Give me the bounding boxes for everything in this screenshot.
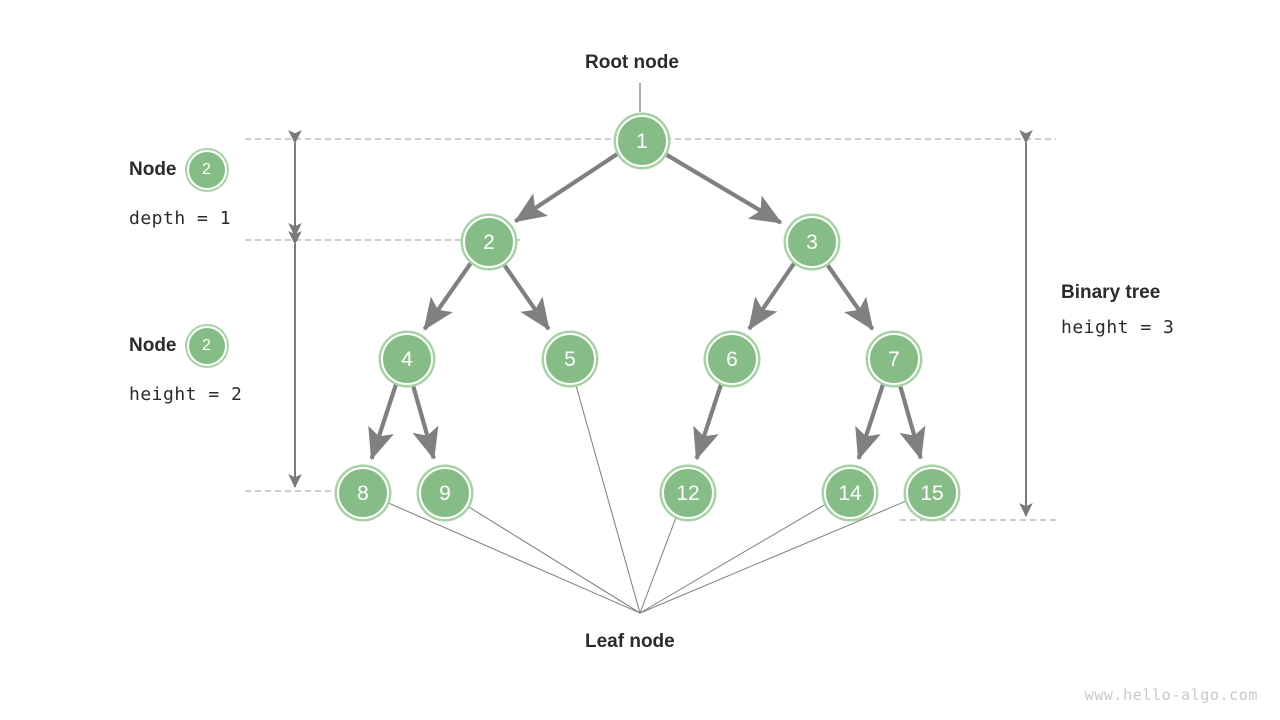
leaf-pointer-lines — [385, 382, 906, 614]
tree-node-3: 3 — [786, 216, 838, 268]
tree-node-12: 12 — [662, 467, 714, 519]
tree-edge-3-7 — [823, 260, 875, 331]
tree-node-8: 8 — [337, 467, 389, 519]
tree-edge-1-3 — [662, 150, 783, 225]
leaf-pointer-line-15 — [639, 501, 906, 614]
tree-edge-6-12 — [693, 381, 724, 461]
tree-node-6: 6 — [706, 333, 758, 385]
watermark: www.hello-algo.com — [1084, 686, 1258, 704]
annotation-node-height: Node 2 — [129, 326, 227, 366]
tree-node-2: 2 — [463, 216, 515, 268]
tree-node-5: 5 — [544, 333, 596, 385]
annotation-node-height-label: Node — [129, 335, 177, 356]
tree-edge-4-8 — [368, 381, 399, 461]
tree-edge-2-5 — [500, 261, 551, 331]
tree-node-15: 15 — [906, 467, 958, 519]
annotation-node-height-metric: height = 2 — [129, 384, 243, 405]
tree-edge-4-9 — [410, 382, 439, 460]
level-guide-lines — [245, 138, 1056, 521]
tree-node-4: 4 — [381, 333, 433, 385]
root-node-label: Root node — [585, 52, 679, 73]
annotation-node-depth-label: Node — [129, 159, 177, 180]
annotation-node-height-badge: 2 — [186, 326, 227, 366]
tree-node-7: 7 — [868, 333, 920, 385]
annotation-node-depth-metric: depth = 1 — [129, 208, 232, 229]
tree-edge-7-15 — [897, 382, 926, 460]
annotation-tree-height-metric: height = 3 — [1061, 317, 1175, 338]
tree-edge-7-14 — [855, 381, 886, 461]
leaf-node-label: Leaf node — [585, 631, 675, 652]
leaf-pointer-line-5 — [574, 382, 641, 614]
tree-node-1: 1 — [616, 115, 668, 167]
leaf-pointer-line-9 — [465, 504, 641, 614]
annotation-tree-height-label: Binary tree — [1061, 282, 1161, 303]
leaf-pointer-line-12 — [639, 516, 677, 614]
tree-edge-2-4 — [422, 260, 474, 331]
leaf-pointer-line-14 — [639, 504, 825, 614]
tree-node-14: 14 — [824, 467, 876, 519]
measure-arrows — [288, 130, 1033, 517]
annotation-node-depth-badge: 2 — [186, 150, 227, 190]
tree-node-9: 9 — [419, 467, 471, 519]
tree-edges — [368, 150, 926, 461]
tree-edge-3-6 — [747, 261, 797, 331]
leaf-pointer-line-8 — [385, 501, 641, 614]
tree-edge-1-2 — [513, 152, 619, 224]
annotation-node-depth: Node 2 — [129, 150, 227, 190]
